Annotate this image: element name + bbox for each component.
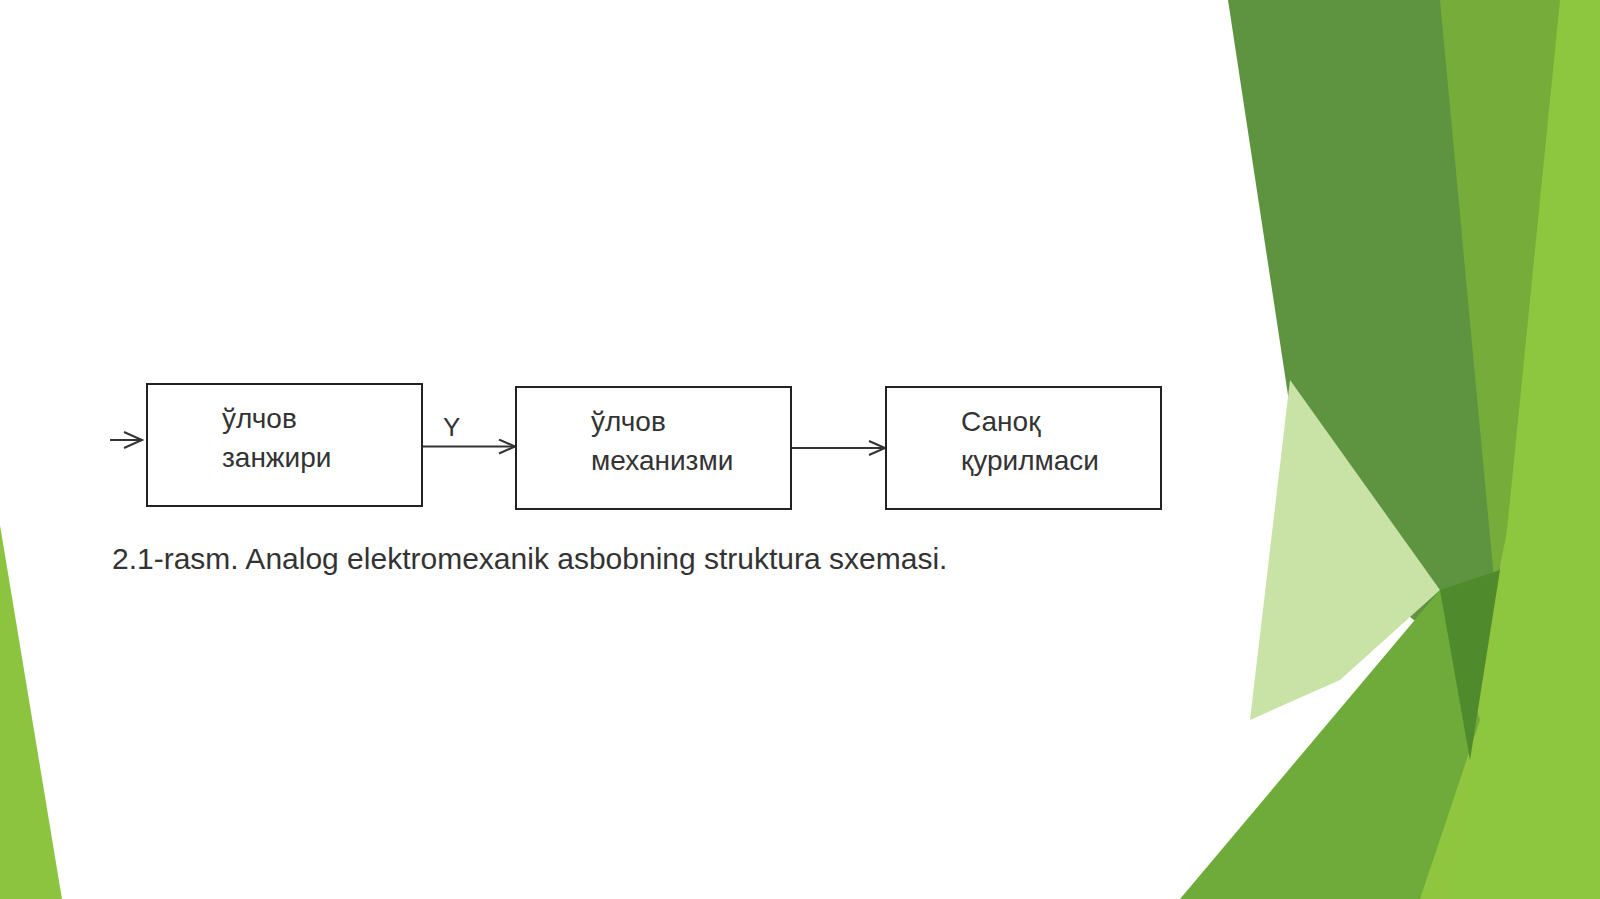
figure-caption: 2.1-rasm. Analog elektromexanik asbobnin… — [112, 542, 947, 576]
process-box: ўлчов механизми — [515, 386, 792, 510]
input-line — [110, 439, 142, 441]
box-text: ўлчов механизми — [591, 402, 781, 480]
green-band — [1450, 0, 1600, 899]
process-box: Саноқ қурилмаси — [885, 386, 1162, 510]
box-text: ўлчов занжири — [222, 399, 412, 477]
arrow-connector — [792, 447, 885, 449]
process-box: ўлчов занжири — [146, 383, 423, 507]
green-band — [0, 525, 62, 899]
green-band — [1180, 590, 1480, 899]
green-band — [1440, 570, 1500, 760]
input-arrowhead — [124, 432, 142, 448]
arrow-connector — [423, 446, 515, 448]
box-text: Саноқ қурилмаси — [961, 402, 1151, 480]
signal-label: Y — [441, 412, 462, 443]
